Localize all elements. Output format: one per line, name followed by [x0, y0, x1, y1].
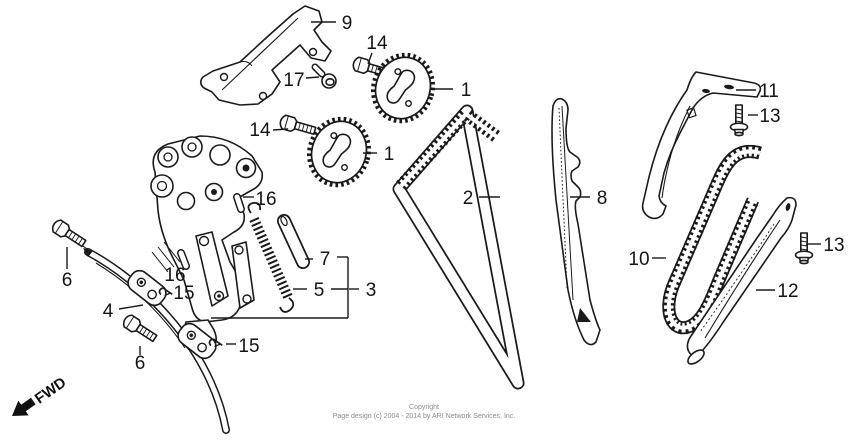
- callout-17[interactable]: 17: [283, 70, 304, 91]
- callout-12[interactable]: 12: [777, 281, 798, 302]
- callout-5[interactable]: 5: [314, 280, 325, 301]
- part-10-chain-loop: [662, 145, 762, 335]
- leader-lines: [66, 21, 821, 355]
- part-5-spring: [247, 201, 295, 313]
- copyright-line-1: Copyright: [409, 404, 439, 411]
- callout-4[interactable]: 4: [103, 301, 114, 322]
- callout-7[interactable]: 7: [320, 249, 331, 270]
- part-16-pin-upper: [233, 193, 245, 213]
- callout-1b[interactable]: 1: [384, 144, 395, 165]
- copyright-footer: Copyright Page design (c) 2004 - 2014 by…: [333, 404, 516, 420]
- callout-6b[interactable]: 6: [135, 353, 146, 374]
- part-11-tensioner-arm: [641, 71, 762, 220]
- part-8-tensioner-blade: [551, 97, 601, 346]
- part-2-cam-chain: [392, 104, 525, 390]
- callout-14b[interactable]: 14: [249, 120, 271, 141]
- part-7-push-rod: [277, 214, 310, 269]
- callout-13b[interactable]: 13: [823, 235, 844, 256]
- callout-14a[interactable]: 14: [366, 33, 388, 54]
- callout-15a[interactable]: 15: [173, 283, 194, 304]
- callout-16a[interactable]: 16: [255, 189, 276, 210]
- callout-15b[interactable]: 15: [238, 336, 259, 357]
- part-13-screw-lower: [794, 232, 814, 265]
- part-1-sprocket-lower: [301, 111, 378, 193]
- copyright-line-2: Page design (c) 2004 - 2014 by ARI Netwo…: [333, 413, 516, 420]
- part-6-bolt-upper: [49, 217, 89, 251]
- part-12-chain-guide: [686, 196, 797, 365]
- callout-9[interactable]: 9: [342, 13, 353, 34]
- fwd-marker: FWD: [12, 374, 70, 416]
- callout-2[interactable]: 2: [463, 188, 474, 209]
- callout-16b[interactable]: 16: [164, 265, 185, 286]
- part-9-bracket: [199, 5, 332, 106]
- callout-3[interactable]: 3: [366, 280, 377, 301]
- part-1-sprocket-upper: [365, 47, 442, 129]
- blade-mount-tab-2: [177, 322, 217, 360]
- callout-10[interactable]: 10: [628, 249, 649, 270]
- part-callouts: 9 14 17 1 14 1 2 8 11 13 16 7 5 3 10 13 …: [62, 13, 845, 374]
- part-6-bolt-lower: [120, 312, 160, 346]
- fwd-label: FWD: [32, 374, 70, 408]
- blade-mount-tab-1: [127, 269, 167, 307]
- callout-8[interactable]: 8: [597, 188, 608, 209]
- callout-6a[interactable]: 6: [62, 270, 73, 291]
- callout-11[interactable]: 11: [759, 81, 779, 102]
- part-13-screw-upper: [729, 104, 749, 137]
- fwd-arrow-icon: [12, 397, 36, 416]
- part-14-bolt-mid: [277, 113, 318, 139]
- part-16-pin-lower: [177, 249, 190, 270]
- callout-1a[interactable]: 1: [461, 80, 472, 101]
- callout-13a[interactable]: 13: [759, 106, 780, 127]
- part-17-screw: [311, 63, 337, 89]
